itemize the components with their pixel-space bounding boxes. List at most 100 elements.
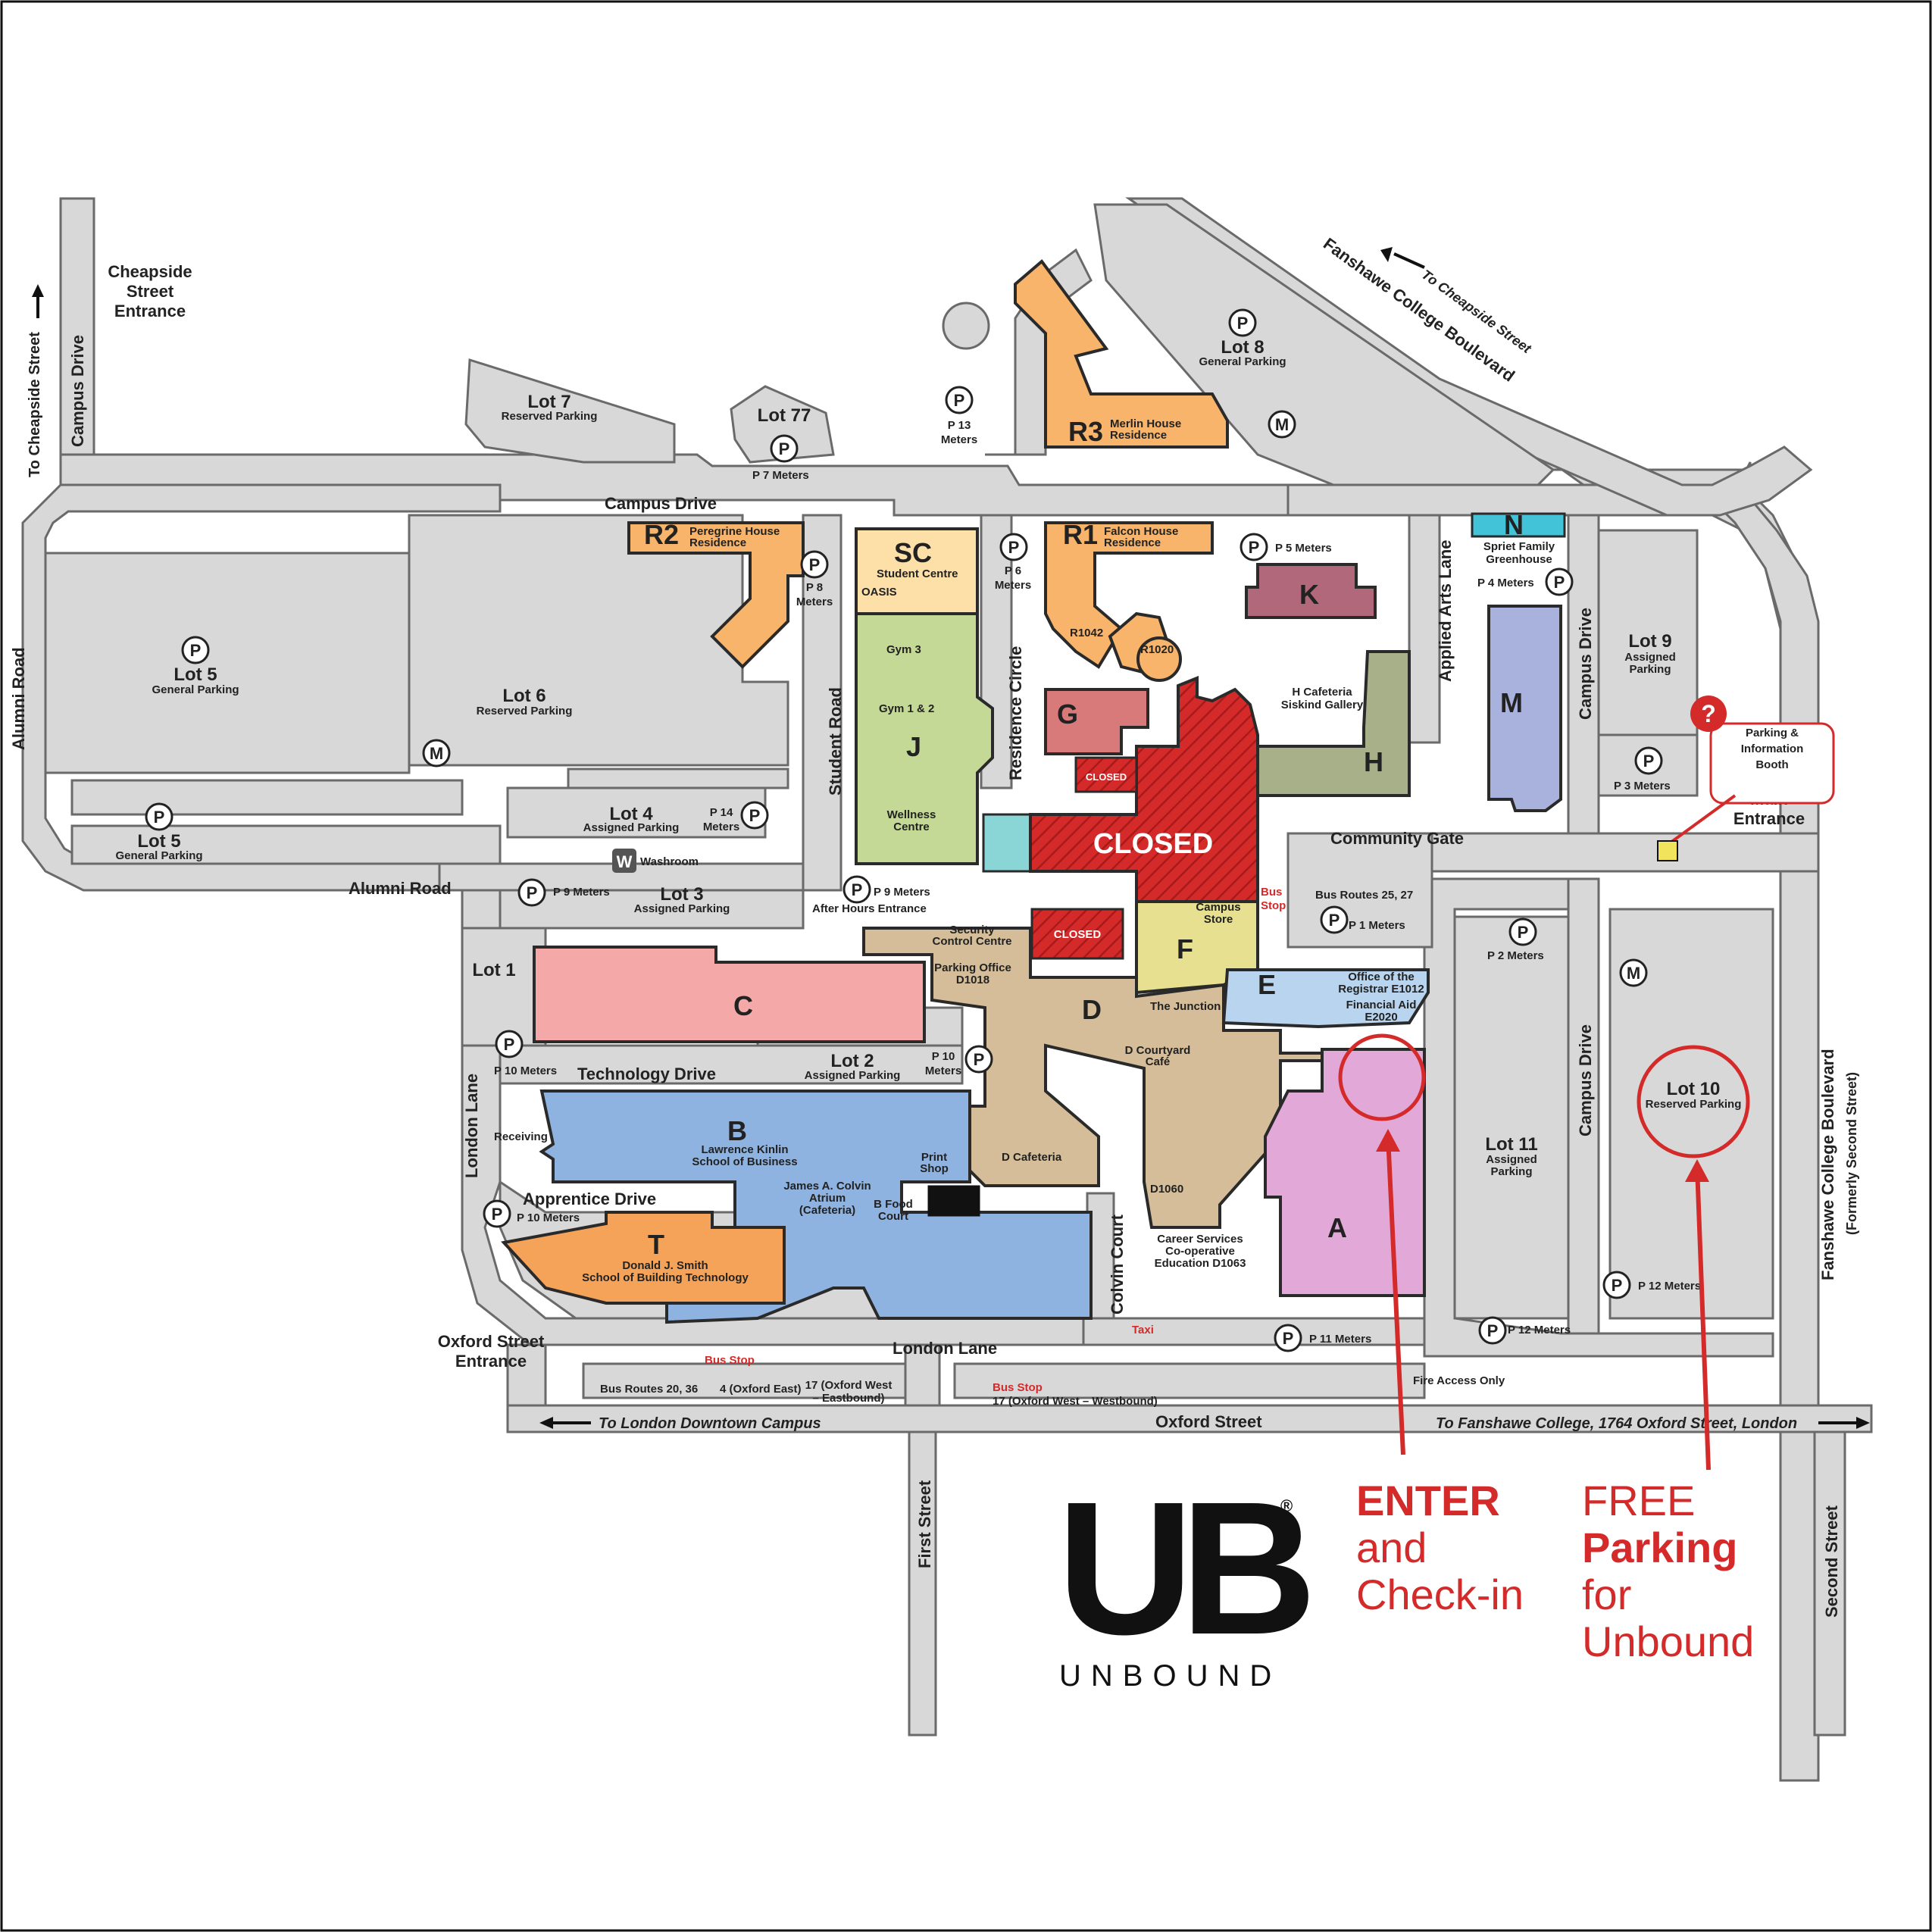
parking-badge-icon: P (1634, 746, 1663, 775)
meter-p13-1: P 13 (948, 419, 971, 432)
parking-badge-icon: P (1478, 1316, 1507, 1345)
cheapside-entrance-3: Entrance (114, 302, 186, 320)
lot11-sub-2: Parking (1490, 1165, 1532, 1178)
registrar-2: Registrar E1012 (1338, 983, 1424, 996)
enter-arrow-head (1376, 1129, 1400, 1152)
parking-arrow-shaft (1695, 1166, 1711, 1471)
callout-enter: ENTER and Check-in (1356, 1477, 1524, 1618)
bldg-letter-e: E (1258, 969, 1276, 1000)
routes-20-36: Bus Routes 20, 36 (600, 1383, 698, 1396)
n-label-1: Spriet Family (1483, 540, 1555, 553)
lot10-name: Lot 10 (1667, 1079, 1721, 1099)
bus-stop-top-2: Stop (1261, 899, 1286, 912)
registrar-4: E2020 (1365, 1011, 1397, 1024)
svg-text:P: P (1249, 538, 1260, 557)
lot10-sub: Reserved Parking (1646, 1098, 1742, 1111)
buildings (501, 259, 1566, 1324)
gym3-label: Gym 3 (886, 643, 921, 656)
ub-logo-word: UNBOUND (1059, 1659, 1282, 1693)
n-label-2: Greenhouse (1486, 553, 1552, 566)
d1060-label: D1060 (1150, 1183, 1183, 1196)
sc-label: Student Centre (877, 567, 958, 580)
lot4-sub: Assigned Parking (583, 821, 680, 834)
street-campus-drive-east-2: Campus Drive (1576, 1024, 1595, 1136)
street-to-london-downtown: To London Downtown Campus (599, 1415, 821, 1432)
meter-p6-2: Meters (995, 579, 1031, 592)
parking-office-1: Parking Office (934, 961, 1011, 974)
svg-text:P: P (852, 880, 863, 899)
food-court-1: B Food (874, 1198, 913, 1211)
b-school-1: Lawrence Kinlin (701, 1143, 788, 1156)
lot77-name: Lot 77 (758, 405, 811, 426)
main-entrance-2: Entrance (1733, 809, 1805, 828)
r1-label-2: Residence (1104, 536, 1161, 549)
info-booth-2: Information (1741, 742, 1804, 755)
svg-text:P: P (749, 806, 761, 825)
street-apprentice-drive: Apprentice Drive (523, 1190, 656, 1208)
highlight-markers: ? (1338, 696, 1750, 1471)
meter-p8-2: Meters (796, 596, 833, 608)
lot9-sub-2: Parking (1629, 663, 1671, 676)
bus-stop-top-1: Bus (1261, 886, 1282, 899)
ub-logo-reg: ® (1280, 1496, 1293, 1515)
meter-p12a: P 12 Meters (1638, 1280, 1701, 1293)
campus-store-2: Store (1204, 913, 1233, 926)
lot11-name: Lot 11 (1485, 1134, 1537, 1155)
building-j (855, 612, 994, 865)
bldg-letter-sc: SC (894, 537, 932, 568)
street-student-road: Student Road (826, 687, 845, 796)
lot5a-name: Lot 5 (174, 664, 217, 685)
lot3-sub: Assigned Parking (634, 902, 730, 915)
meter-p5: P 5 Meters (1275, 542, 1332, 555)
parking-badge-icon: P (1228, 308, 1257, 337)
street-campus-drive-west: Campus Drive (68, 335, 87, 447)
lot6-sub: Reserved Parking (477, 705, 573, 717)
route-17-east-1: 17 (Oxford West (805, 1379, 893, 1392)
lot7-sub: Reserved Parking (502, 410, 598, 423)
parking-badge-icon: P (1602, 1271, 1631, 1299)
callout-parking: FREE Parking for Unbound (1582, 1477, 1754, 1665)
svg-text:P: P (1612, 1276, 1623, 1295)
bldg-letter-d: D (1082, 994, 1102, 1025)
meter-p1: P 1 Meters (1349, 919, 1405, 932)
lot9-sub-1: Assigned (1624, 651, 1676, 664)
taxi-label: Taxi (1132, 1324, 1154, 1336)
r1042-label: R1042 (1070, 627, 1103, 639)
registrar-3: Financial Aid (1346, 999, 1417, 1011)
bldg-letter-r1: R1 (1063, 519, 1098, 550)
street-london-lane-v: London Lane (462, 1074, 481, 1178)
building-a (1264, 1048, 1426, 1297)
svg-text:M: M (430, 744, 443, 763)
lot2-name: Lot 2 (830, 1051, 874, 1071)
r1020-label: R1020 (1140, 643, 1174, 656)
parking-badge-icon: P (964, 1045, 993, 1074)
food-court-2: Court (878, 1210, 908, 1223)
r1-label-1: Falcon House (1104, 525, 1178, 538)
building-n (1471, 512, 1566, 538)
motorcycle-badge-icon: M (1619, 958, 1648, 987)
building-m (1487, 605, 1562, 812)
svg-text:P: P (1518, 923, 1529, 942)
closed-small-1 (1074, 756, 1138, 793)
svg-text:P: P (154, 808, 165, 827)
svg-text:P: P (1283, 1329, 1294, 1348)
street-campus-drive-east: Campus Drive (1576, 608, 1595, 720)
svg-text:P: P (1554, 573, 1565, 592)
meter-p14-2: Meters (703, 821, 739, 833)
lot5b-sub: General Parking (115, 849, 202, 862)
bldg-letter-r3: R3 (1068, 416, 1103, 447)
parking-badge-icon: P (1320, 905, 1349, 934)
svg-text:P: P (779, 439, 790, 458)
r2-label-2: Residence (689, 536, 746, 549)
building-b (539, 1089, 1093, 1324)
washroom-label: Washroom (640, 855, 699, 868)
svg-text:W: W (617, 852, 633, 871)
callout-parking-line1: FREE (1582, 1477, 1696, 1524)
lot2-sub: Assigned Parking (805, 1069, 901, 1082)
parking-badge-icon: P (495, 1030, 524, 1058)
lot10-target-ring (1637, 1045, 1750, 1158)
r3-label-1: Merlin House (1110, 417, 1181, 430)
svg-text:M: M (1627, 964, 1640, 983)
lot5a-sub: General Parking (152, 683, 239, 696)
